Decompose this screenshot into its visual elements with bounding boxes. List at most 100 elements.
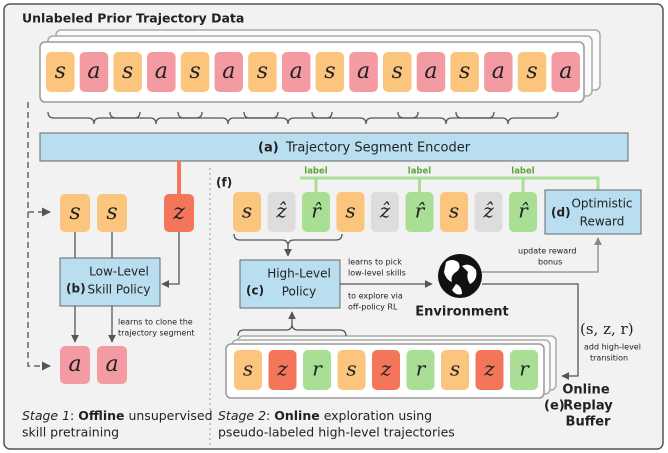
token-symbol: a xyxy=(357,59,370,84)
token-symbol: a xyxy=(155,59,168,84)
label-connectors xyxy=(300,176,600,192)
latent-z: z xyxy=(172,200,185,225)
token-symbol: r̂ xyxy=(518,199,529,223)
state-s2: s xyxy=(106,200,117,225)
token-symbol: r̂ xyxy=(415,199,426,223)
environment-to-buffer xyxy=(482,283,579,380)
buffer-line3: Buffer xyxy=(566,415,612,430)
explore-note-line2: off-policy RL xyxy=(348,303,398,312)
token-symbol: s xyxy=(526,59,537,84)
pick-note-line2: low-level skills xyxy=(348,269,406,278)
token-tile: r xyxy=(303,350,331,390)
figure-letter-f: (f) xyxy=(216,176,232,190)
stage2-caption-bold: Online xyxy=(274,408,319,423)
encoder-label: Trajectory Segment Encoder xyxy=(285,141,471,156)
token-symbol: r xyxy=(519,357,530,381)
add-note-line2: transition xyxy=(590,354,628,363)
stage1-state-input: s xyxy=(97,194,127,232)
token-tile: a xyxy=(551,52,580,92)
encoder-letter: (a) xyxy=(258,141,279,156)
stage1-action-output: a xyxy=(60,346,90,384)
token-symbol: s xyxy=(55,59,66,84)
optimistic-line1: Optimistic xyxy=(571,197,632,211)
explore-note-line1: to explore via xyxy=(348,292,403,301)
token-tile: r xyxy=(406,350,435,390)
token-tile: z xyxy=(372,350,400,390)
token-symbol: s xyxy=(459,59,470,84)
token-tile: a xyxy=(349,52,378,92)
token-tile: s xyxy=(233,192,261,232)
update-note-line2: bonus xyxy=(538,258,562,267)
environment-label: Environment xyxy=(415,305,509,320)
clone-note-line2: trajectory segment xyxy=(118,329,195,338)
token-symbol: a xyxy=(424,59,437,84)
token-symbol: s xyxy=(257,59,268,84)
prior-data-title: Unlabeled Prior Trajectory Data xyxy=(22,11,244,26)
buffer-line1: Online xyxy=(562,383,609,398)
token-symbol: s xyxy=(346,357,356,381)
token-symbol: s xyxy=(242,199,252,223)
token-tile: r xyxy=(510,350,538,390)
token-tile: ẑ xyxy=(371,192,399,232)
token-symbol: z xyxy=(276,357,288,381)
skill-policy-line2: Skill Policy xyxy=(88,283,151,297)
optimistic-line2: Reward xyxy=(580,215,625,229)
token-symbol: s xyxy=(392,59,403,84)
token-tile: z xyxy=(268,350,297,390)
stage1-caption-line1: Stage 1: Offline unsupervised xyxy=(22,408,213,423)
token-tile: s xyxy=(234,350,262,390)
token-symbol: a xyxy=(492,59,505,84)
high-level-policy: (c) High-Level Policy xyxy=(239,259,341,309)
stage1-latent: z xyxy=(164,194,194,232)
token-symbol: s xyxy=(450,357,460,381)
token-symbol: r xyxy=(312,357,323,381)
buffer-letter: (e) xyxy=(544,399,565,414)
token-tile: s xyxy=(383,52,412,92)
token-symbol: a xyxy=(87,59,100,84)
token-symbol: ẑ xyxy=(482,199,494,223)
stage1-state-input: s xyxy=(60,194,90,232)
skill-policy-line1: Low-Level xyxy=(89,265,149,279)
globe-icon xyxy=(438,254,482,298)
token-tile: s xyxy=(315,52,345,92)
label-word: label xyxy=(408,167,431,177)
token-tile: s xyxy=(113,52,142,92)
token-tile: r̂ xyxy=(302,192,330,232)
token-tile: z xyxy=(475,350,504,390)
token-symbol: z xyxy=(380,357,392,381)
stage2-caption-prefix: Stage 2 xyxy=(218,408,266,423)
token-tile: s xyxy=(46,52,75,92)
dashed-arrow-to-actions xyxy=(27,212,51,371)
stage1-caption-line2: skill pretraining xyxy=(22,425,119,440)
token-tile: s xyxy=(450,52,479,92)
high-level-line1: High-Level xyxy=(267,267,331,281)
token-tile: ẑ xyxy=(267,192,296,232)
token-symbol: ẑ xyxy=(275,199,287,223)
token-tile: s xyxy=(248,52,277,92)
token-tile: a xyxy=(214,52,243,92)
token-tile: ẑ xyxy=(474,192,503,232)
token-symbol: a xyxy=(559,59,572,84)
token-symbol: s xyxy=(122,59,133,84)
token-symbol: s xyxy=(324,59,335,84)
stage2-caption-line1: Stage 2: Online exploration using xyxy=(218,408,432,423)
token-symbol: s xyxy=(243,357,253,381)
token-tile: s xyxy=(440,192,468,232)
token-tile: s xyxy=(441,350,469,390)
action-a2: a xyxy=(105,352,118,377)
stage1-action-output: a xyxy=(97,346,127,384)
label-word: label xyxy=(511,167,534,177)
stage2-caption-rest: exploration using xyxy=(320,408,432,423)
stage2-caption-line2: pseudo-labeled high-level trajectories xyxy=(218,425,455,440)
optimistic-reward: (d) Optimistic Reward xyxy=(544,189,642,235)
update-note-line1: update reward xyxy=(518,247,576,256)
clone-note-line1: learns to clone the xyxy=(118,318,193,327)
reward-feedback-line xyxy=(300,176,600,190)
optimistic-letter: (d) xyxy=(551,206,571,220)
token-tile: a xyxy=(79,52,109,92)
pick-note-line1: learns to pick xyxy=(348,258,402,267)
